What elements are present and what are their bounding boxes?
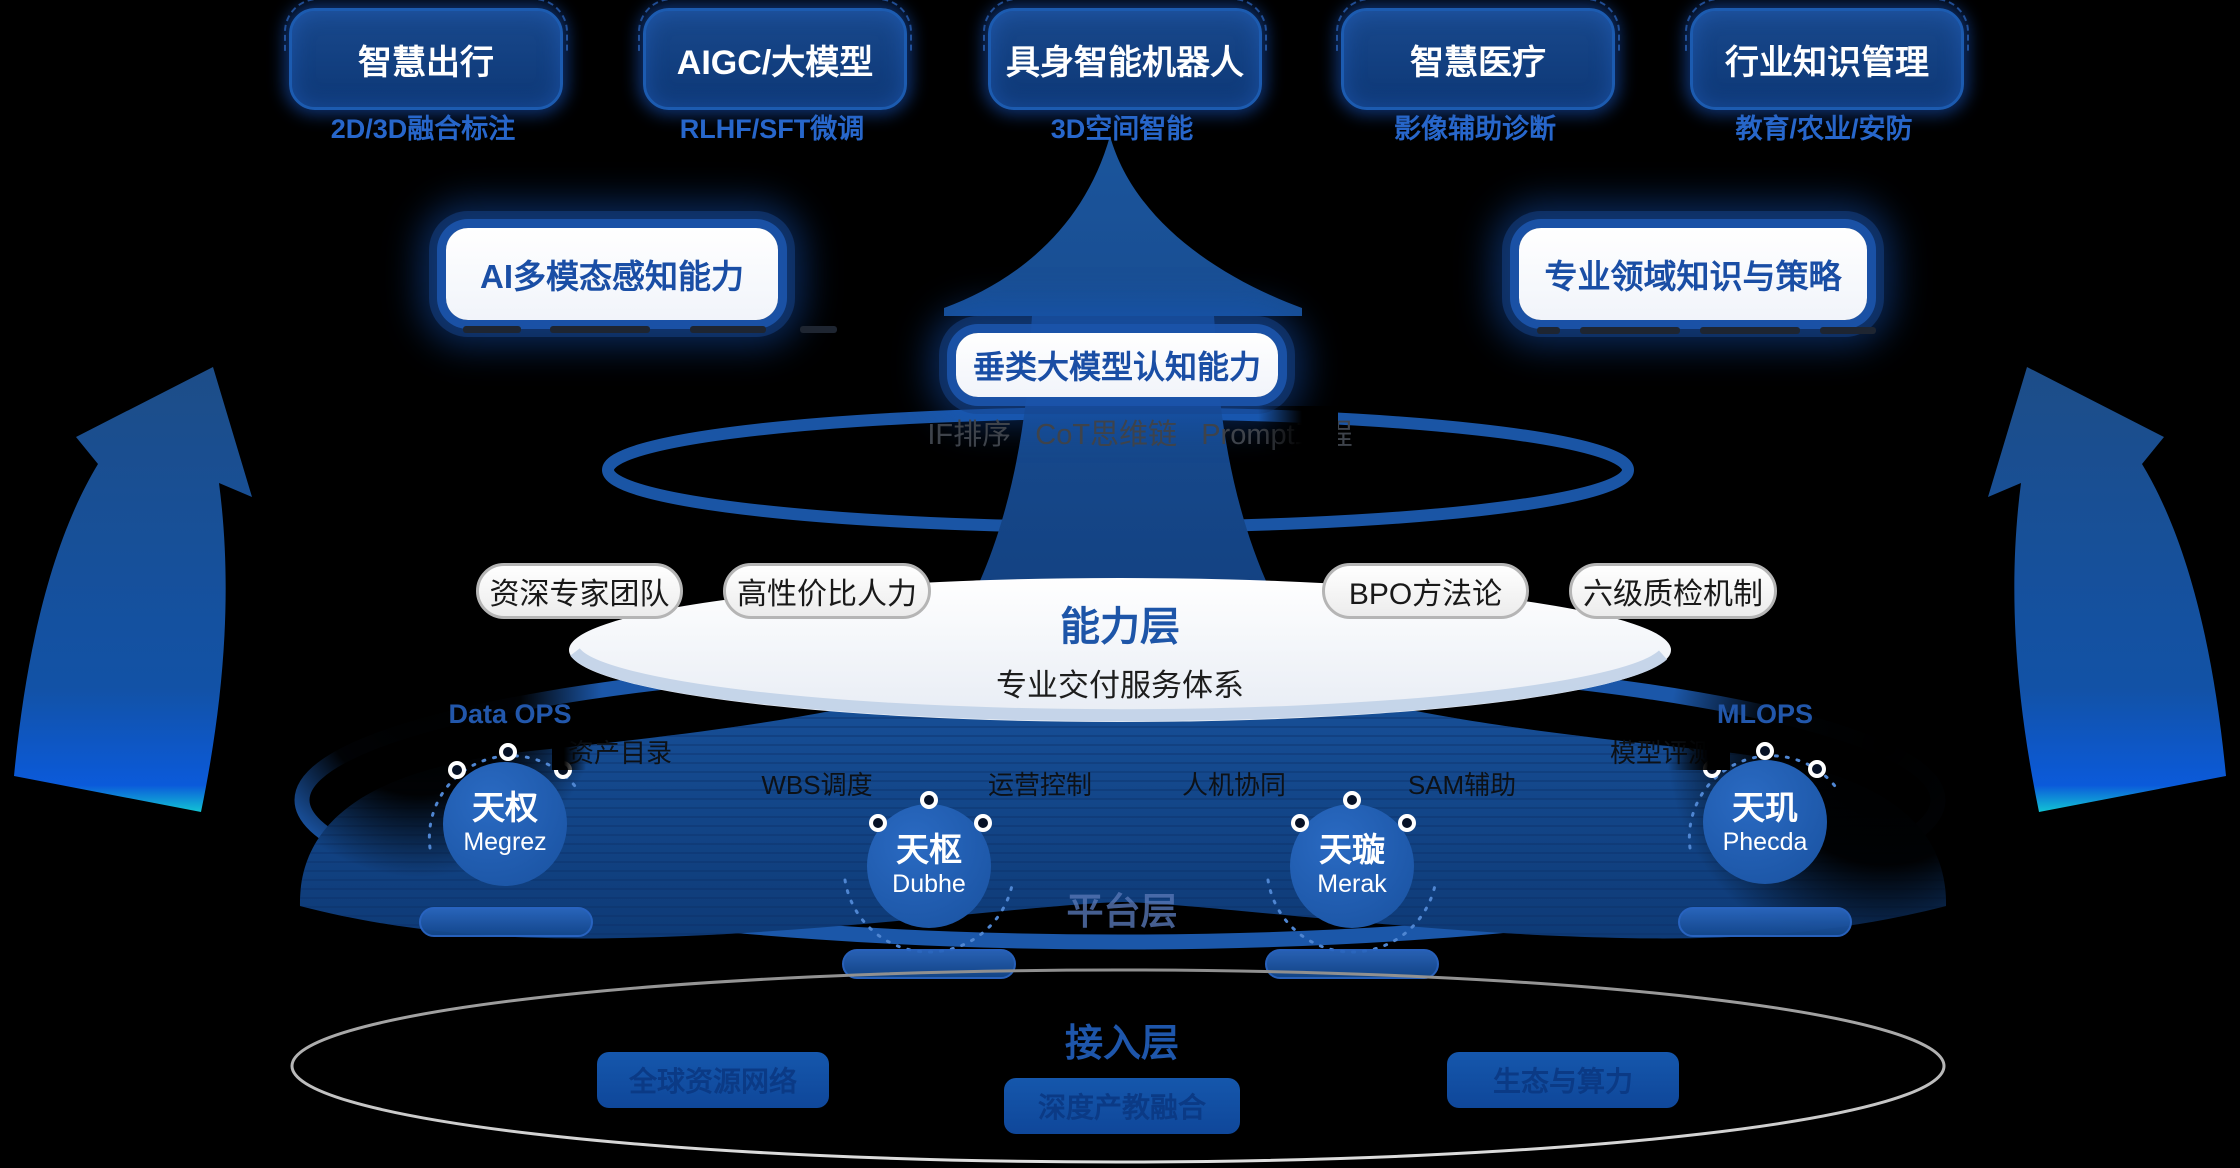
occluded-text-fragment <box>463 326 521 333</box>
app-subtitle: 3D空间智能 <box>1050 113 1194 144</box>
service-pill-bpo: BPO方法论 <box>1322 563 1529 619</box>
node-dot <box>974 814 992 832</box>
access-box-global-network: 全球资源网络 <box>597 1052 829 1108</box>
reflection-pill <box>1678 907 1852 937</box>
capability-layer-title: 能力层 <box>1060 605 1180 649</box>
capability-ellipse-swoosh <box>570 648 1667 722</box>
node-dot <box>1756 742 1774 760</box>
app-box-label: 智慧医疗 <box>1410 43 1546 82</box>
service-pill-workforce: 高性价比人力 <box>723 563 931 619</box>
module-circle-merak <box>1290 804 1414 928</box>
capability-box-vertical-llm: 垂类大模型认知能力 <box>956 333 1278 397</box>
capability-box-multimodal: AI多模态感知能力 <box>446 228 778 320</box>
occluded-text-fragment <box>1820 327 1876 334</box>
left-curved-arrow <box>14 367 252 812</box>
app-box-embodied-robot: 具身智能机器人 <box>983 0 1267 110</box>
platform-layer-title: 平台层 <box>1066 891 1178 932</box>
node-dot <box>1808 760 1826 778</box>
app-box-label: 行业知识管理 <box>1725 43 1929 82</box>
module-name-megrez: 天权 <box>472 789 538 826</box>
reflection-pill <box>419 907 593 937</box>
text-fade-overlay <box>1668 732 1730 770</box>
occluded-text-fragment <box>1580 327 1680 334</box>
dashed-glow <box>1336 0 1620 52</box>
app-subtitle: 教育/农业/安防 <box>1735 113 1913 144</box>
app-subtitle: 影像辅助诊断 <box>1394 113 1556 144</box>
platform-function-label: 运营控制 <box>987 769 1092 800</box>
right-curved-arrow <box>1988 367 2226 812</box>
platform-disc-texture <box>299 688 1947 939</box>
mlops-label: MLOPS <box>1716 698 1813 729</box>
module-latin-megrez: Megrez <box>463 827 547 856</box>
app-subtitle: 2D/3D融合标注 <box>330 113 516 144</box>
occluded-text-fragment <box>1537 327 1560 334</box>
service-pill-experts: 资深专家团队 <box>476 563 683 619</box>
text-fade-overlay <box>552 732 586 770</box>
platform-function-label: 人机协同 <box>1181 769 1286 800</box>
platform-function-label: SAM辅助 <box>1407 769 1517 800</box>
occluded-text-fragment <box>1700 327 1800 334</box>
data-ops-label: Data OPS <box>448 698 572 729</box>
module-circle-megrez <box>443 762 567 886</box>
module-latin-phecda: Phecda <box>1722 827 1808 856</box>
access-layer-title: 接入层 <box>1064 1022 1179 1065</box>
dashed-glow <box>284 0 568 52</box>
app-subtitle: RLHF/SFT微调 <box>679 113 865 144</box>
app-box-aigc: AIGC/大模型 <box>638 0 912 110</box>
occluded-text-fragment <box>800 326 837 333</box>
module-circle-dubhe <box>867 804 991 928</box>
module-circle-phecda <box>1703 760 1827 884</box>
text-fade-overlay <box>1258 406 1338 452</box>
platform-function-label: WBS调度 <box>761 769 873 800</box>
app-box-label: 智慧出行 <box>358 43 494 82</box>
center-spire-arrow <box>916 136 1330 688</box>
capability-box-domain-knowledge: 专业领域知识与策略 <box>1519 228 1867 320</box>
occluded-text-fragment <box>550 326 650 333</box>
module-latin-dubhe: Dubhe <box>892 869 966 898</box>
app-box-industry-knowledge: 行业知识管理 <box>1685 0 1969 110</box>
node-dot <box>869 814 887 832</box>
node-dot <box>448 761 466 779</box>
app-box-label: 具身智能机器人 <box>1006 43 1244 82</box>
node-dot <box>1398 814 1416 832</box>
node-dot <box>499 743 517 761</box>
module-latin-merak: Merak <box>1317 869 1387 898</box>
app-box-label: AIGC/大模型 <box>676 43 874 82</box>
module-name-dubhe: 天枢 <box>896 831 962 868</box>
dashed-glow <box>638 0 912 52</box>
app-box-smart-mobility: 智慧出行 <box>284 0 568 110</box>
module-name-merak: 天璇 <box>1319 831 1385 868</box>
access-box-ecosystem-compute: 生态与算力 <box>1447 1052 1679 1108</box>
occluded-text-fragment <box>690 326 766 333</box>
node-dot <box>1343 791 1361 809</box>
module-name-phecda: 天玑 <box>1732 789 1798 826</box>
access-layer-ellipse <box>290 968 1946 1164</box>
dashed-glow <box>1685 0 1969 52</box>
reflection-pill <box>1265 949 1439 979</box>
dashed-glow <box>983 0 1267 52</box>
access-box-industry-education: 深度产教融合 <box>1004 1078 1240 1134</box>
capability-layer-subtitle: 专业交付服务体系 <box>996 667 1244 703</box>
service-pill-qc: 六级质检机制 <box>1569 563 1777 619</box>
node-dot <box>1291 814 1309 832</box>
node-dot <box>920 791 938 809</box>
app-box-smart-medical: 智慧医疗 <box>1336 0 1620 110</box>
